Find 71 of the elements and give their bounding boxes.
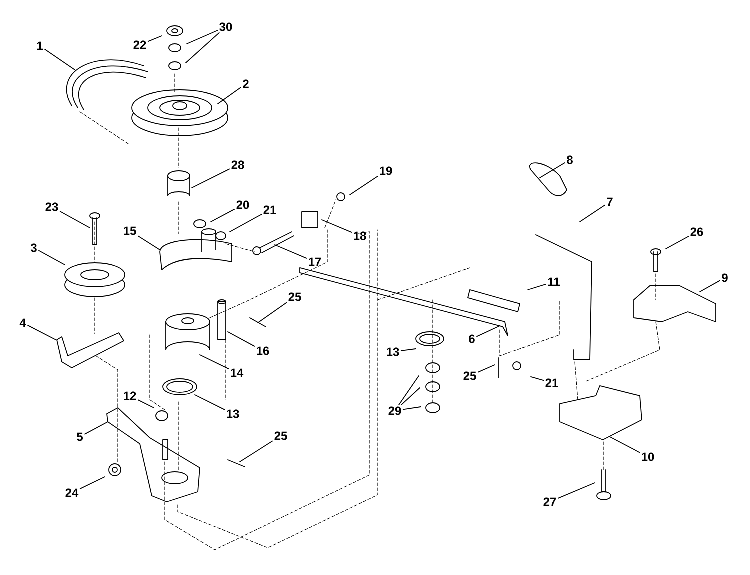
callout-number: 10 (642, 452, 654, 462)
leader-line (230, 214, 262, 232)
leader-line (350, 176, 378, 196)
callout-number: 16 (257, 346, 270, 356)
callout-number: 28 (232, 160, 244, 170)
callout-number: 30 (220, 22, 232, 32)
callout-number: 23 (46, 202, 58, 212)
leader-line (540, 162, 566, 178)
leader-line (218, 87, 242, 104)
callout-number: 21 (264, 206, 276, 214)
leader-line (60, 211, 90, 228)
leader-line (138, 236, 160, 250)
leader-line (580, 204, 606, 222)
callout-number: 12 (124, 392, 136, 400)
callout-number: 25 (274, 432, 288, 440)
callout-number: 13 (387, 348, 400, 356)
callout-number: 6 (469, 334, 475, 344)
leader-line (400, 348, 416, 352)
callout-number: 7 (607, 198, 613, 206)
leader-line (274, 244, 308, 259)
callout-number: 13 (227, 410, 240, 418)
leader-line (28, 325, 56, 340)
callout-number: 25 (464, 372, 476, 380)
leader-line (402, 406, 422, 410)
callout-number: 24 (66, 488, 79, 498)
callout-number: 5 (77, 432, 83, 442)
callout-number: 27 (544, 498, 556, 506)
callout-number: 11 (548, 278, 560, 286)
callout-number: 22 (134, 40, 146, 50)
leader-line (530, 376, 544, 382)
leader-line (558, 482, 596, 499)
leader-line (200, 354, 230, 370)
callout-number: 20 (236, 200, 250, 210)
callout-number: 21 (546, 378, 558, 388)
leader-line (478, 364, 496, 373)
callout-number: 17 (309, 258, 322, 266)
leader-line (148, 36, 162, 42)
callout-number: 1 (37, 42, 43, 50)
callout-number: 29 (388, 406, 402, 416)
callout-number: 9 (722, 274, 728, 282)
leader-line (610, 436, 640, 454)
leader-line (322, 220, 352, 233)
callout-number: 26 (690, 228, 704, 236)
leader-line (240, 440, 274, 462)
leader-line (258, 302, 288, 324)
callout-number: 14 (231, 368, 244, 378)
callout-number: 18 (354, 232, 366, 240)
callout-number: 3 (30, 244, 37, 252)
leader-line (186, 32, 220, 64)
leader-line (666, 236, 690, 250)
leader-line (38, 250, 66, 266)
leader-line (398, 376, 420, 406)
leader-line (192, 168, 230, 188)
callout-number: 19 (380, 166, 392, 176)
leader-line (528, 284, 546, 290)
leader-line (476, 326, 500, 338)
leader-line (186, 30, 218, 44)
leader-line (700, 280, 720, 292)
leader-line (44, 49, 76, 70)
leader-line (138, 400, 154, 408)
leader-line (194, 394, 226, 410)
callout-number: 2 (243, 80, 249, 88)
leader-line (210, 209, 236, 222)
leader-line (401, 388, 420, 406)
leader-line (80, 476, 106, 490)
leader-line (84, 422, 108, 435)
callout-number: 15 (124, 226, 136, 236)
callout-number: 4 (20, 318, 26, 328)
leader-line (228, 332, 256, 347)
callout-number: 8 (567, 156, 573, 164)
callout-number: 25 (288, 292, 302, 302)
